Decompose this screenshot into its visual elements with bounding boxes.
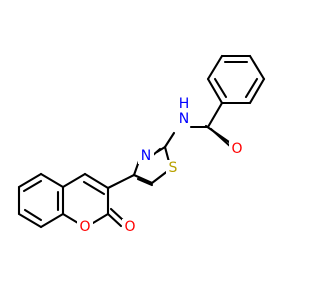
- bond: [248, 54, 266, 81]
- bond: [209, 127, 233, 149]
- pyranone-ring: [61, 172, 126, 228]
- bond-inner: [244, 77, 259, 99]
- bond: [132, 173, 154, 185]
- atom-label: O: [124, 219, 135, 235]
- benzene-ring-benzoyl: [206, 54, 266, 105]
- atom-ring-oxygen: O: [77, 219, 93, 235]
- bond: [17, 212, 43, 229]
- bond: [83, 172, 110, 190]
- atom-label: N: [141, 148, 151, 164]
- bond: [163, 145, 171, 164]
- atom-label: H: [179, 96, 190, 112]
- bond: [248, 77, 266, 105]
- atom-thiazole-nitrogen: N: [138, 148, 154, 164]
- bond: [206, 54, 224, 81]
- atom-lactone-oxygen: O: [122, 219, 138, 235]
- bond: [17, 172, 43, 189]
- atom-carbonyl-oxygen: O: [229, 141, 245, 157]
- bond: [61, 212, 80, 225]
- structure-diagram: N H O N S O O: [17, 54, 266, 235]
- molecule-canvas: N H O N S O O: [17, 54, 266, 235]
- atom-thiazole-sulfur: S: [166, 160, 181, 176]
- bond: [206, 101, 224, 129]
- atom-label: O: [231, 141, 242, 157]
- amide-group: [163, 101, 233, 149]
- bond: [82, 180, 106, 196]
- bond-thiazole-coumarin: [106, 173, 136, 190]
- bond-inner: [22, 179, 43, 193]
- bond: [39, 212, 65, 229]
- atom-label: N: [179, 111, 189, 127]
- bond: [163, 131, 176, 149]
- atom-amide-hydrogen: H: [179, 96, 190, 112]
- atom-label: O: [79, 219, 90, 235]
- atom-amide-nitrogen: N: [176, 111, 192, 127]
- bond-carbonyl: [109, 207, 126, 223]
- bond: [61, 172, 87, 189]
- bond-carbonyl: [106, 212, 123, 228]
- benzo-ring-coumarin: [17, 172, 65, 229]
- bond: [136, 177, 154, 187]
- bond-inner: [213, 77, 228, 99]
- atom-label: S: [169, 160, 178, 176]
- bond: [39, 172, 65, 189]
- bond: [91, 212, 110, 225]
- bond-inner: [23, 208, 43, 222]
- bond: [206, 77, 224, 105]
